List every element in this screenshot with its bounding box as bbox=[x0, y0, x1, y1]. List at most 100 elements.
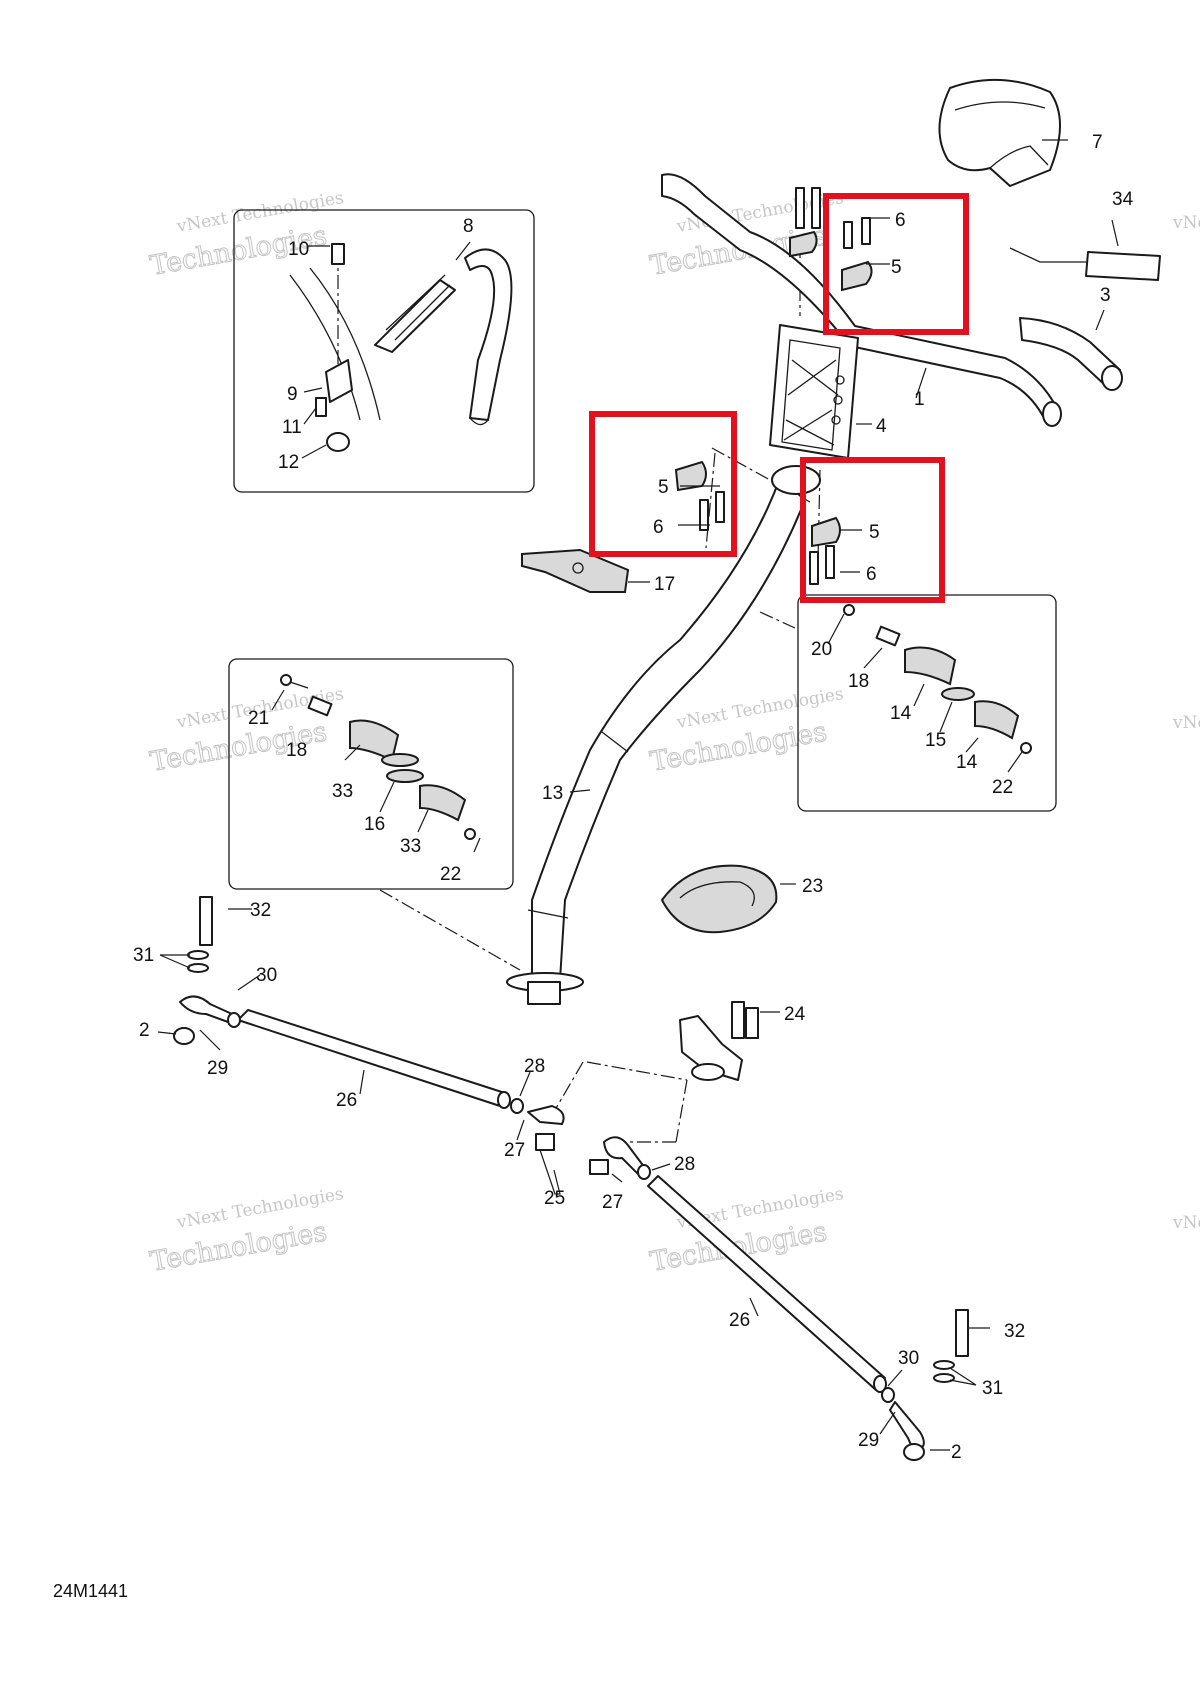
callout-18-right: 18 bbox=[848, 671, 869, 692]
highlight-box-upper-clamp bbox=[823, 193, 969, 335]
callout-7: 7 bbox=[1092, 132, 1103, 153]
figure-code: 24M1441 bbox=[53, 1581, 128, 1601]
bolt bbox=[955, 1309, 969, 1357]
clamp-cap bbox=[811, 516, 841, 548]
clamp-cap bbox=[841, 260, 873, 292]
callout-14-upper: 14 bbox=[890, 703, 912, 724]
bolt bbox=[825, 545, 835, 579]
left-clamp-hardware bbox=[674, 460, 725, 531]
callout-5-upper: 5 bbox=[891, 257, 902, 278]
leader-lines bbox=[157, 139, 1119, 1451]
bolt bbox=[809, 551, 819, 585]
callout-2-right: 2 bbox=[951, 1442, 962, 1463]
callout-29-right: 29 bbox=[858, 1430, 879, 1451]
bolt-head bbox=[331, 243, 345, 265]
callout-30-left: 30 bbox=[256, 965, 277, 986]
callout-30-right: 30 bbox=[898, 1348, 919, 1369]
callout-31-left: 31 bbox=[133, 945, 154, 966]
callout-6-left: 6 bbox=[653, 517, 664, 538]
callout-23: 23 bbox=[802, 876, 823, 897]
inset-box-handlebar-clamp bbox=[233, 209, 535, 493]
callout-25: 25 bbox=[544, 1188, 565, 1209]
right-clamp-hardware bbox=[809, 516, 841, 585]
inset-right-hardware bbox=[843, 604, 1032, 754]
highlight-box-left-clamp bbox=[589, 411, 737, 557]
highlight-box-right-clamp bbox=[800, 457, 945, 603]
callout-26-upper: 26 bbox=[336, 1090, 357, 1111]
callout-32-right: 32 bbox=[1004, 1321, 1025, 1342]
spacer bbox=[315, 397, 327, 417]
upper-clamp-hardware bbox=[789, 187, 873, 292]
callout-1: 1 bbox=[914, 389, 925, 410]
inset-box-tie-rod-end-left bbox=[228, 658, 514, 890]
throttle-grip bbox=[1009, 247, 1161, 281]
watermark: vNext Technologies Technologies bbox=[647, 684, 845, 778]
watermarks: vNext Technologies Technologies vNext Te… bbox=[147, 188, 1200, 1278]
callouts: 7 34 3 1 4 6 5 5 6 5 6 17 8 10 9 11 12 2… bbox=[133, 132, 1134, 1463]
handlebar bbox=[661, 173, 1062, 427]
callout-27-upper: 27 bbox=[504, 1140, 525, 1161]
watermark: vNext Technologies Technologies bbox=[147, 1184, 345, 1278]
callout-20: 20 bbox=[811, 639, 832, 660]
bolt bbox=[843, 221, 853, 249]
nut bbox=[326, 432, 350, 452]
clamp-bolt-assembly bbox=[315, 243, 353, 452]
handle-grip bbox=[1019, 317, 1123, 391]
callout-3: 3 bbox=[1100, 285, 1111, 306]
clamp-plate bbox=[325, 359, 353, 403]
callout-33-upper: 33 bbox=[332, 781, 353, 802]
bolt bbox=[811, 187, 821, 229]
callout-34: 34 bbox=[1112, 189, 1134, 210]
callout-10: 10 bbox=[288, 239, 309, 260]
callout-14-lower: 14 bbox=[956, 752, 978, 773]
bolt bbox=[199, 896, 213, 946]
tie-rod-upper bbox=[237, 1009, 511, 1109]
watermark-corner: vNext bbox=[1172, 713, 1200, 733]
callout-6-right: 6 bbox=[866, 564, 877, 585]
handlebar-pad bbox=[938, 78, 1061, 187]
tie-rod-end-center bbox=[510, 1098, 651, 1180]
callout-16: 16 bbox=[364, 814, 385, 835]
callout-2-left: 2 bbox=[139, 1020, 150, 1041]
bolt bbox=[715, 491, 725, 523]
callout-6-upper: 6 bbox=[895, 210, 906, 231]
watermark-corner: vNext bbox=[1172, 1213, 1200, 1233]
steering-column bbox=[506, 465, 821, 1005]
watermark-corner: vNext bbox=[1172, 213, 1200, 233]
callout-5-right: 5 bbox=[869, 522, 880, 543]
inset-box-tie-rod-end-right bbox=[797, 594, 1057, 812]
steering-riser bbox=[769, 324, 859, 459]
callout-18-left: 18 bbox=[286, 740, 307, 761]
callout-29-left: 29 bbox=[207, 1058, 228, 1079]
svg-text:Technologies: Technologies bbox=[648, 716, 829, 778]
cover-plate bbox=[521, 548, 630, 593]
callout-28-upper: 28 bbox=[524, 1056, 545, 1077]
callout-8: 8 bbox=[463, 216, 474, 237]
callout-31-right: 31 bbox=[982, 1378, 1003, 1399]
callout-22-left: 22 bbox=[440, 864, 461, 885]
callout-4: 4 bbox=[876, 416, 887, 437]
bolt bbox=[861, 217, 871, 245]
callout-17: 17 bbox=[654, 574, 675, 595]
callout-33-lower: 33 bbox=[400, 836, 421, 857]
bolt bbox=[699, 499, 709, 531]
callout-9: 9 bbox=[287, 384, 298, 405]
steering-boot bbox=[660, 864, 778, 934]
callout-21: 21 bbox=[248, 708, 269, 729]
callout-24: 24 bbox=[784, 1004, 806, 1025]
callout-32-left: 32 bbox=[250, 900, 271, 921]
callout-22-right: 22 bbox=[992, 777, 1013, 798]
assembly-lines bbox=[337, 237, 821, 1143]
callout-15: 15 bbox=[925, 730, 946, 751]
callout-13: 13 bbox=[542, 783, 563, 804]
clamp-cap bbox=[789, 230, 818, 258]
svg-text:Technologies: Technologies bbox=[148, 1216, 329, 1278]
bolt bbox=[795, 187, 805, 229]
handlebar-inset-part bbox=[289, 248, 513, 426]
callout-12: 12 bbox=[278, 452, 299, 473]
tie-rod-lower bbox=[647, 1175, 887, 1393]
callout-5-left: 5 bbox=[658, 477, 669, 498]
callout-26-lower: 26 bbox=[729, 1310, 750, 1331]
tie-rod-end-left bbox=[173, 896, 241, 1045]
